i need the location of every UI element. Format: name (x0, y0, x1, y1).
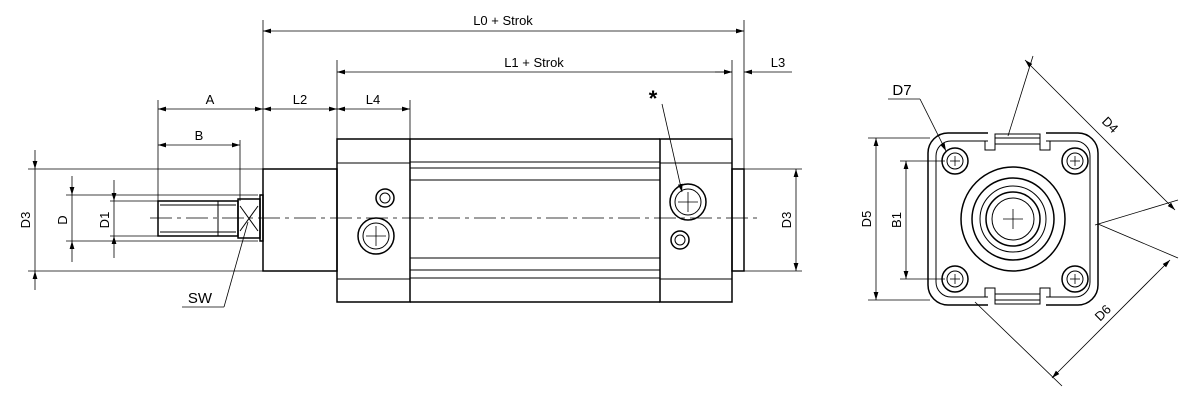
front-bearing (262, 168, 338, 272)
end-bottom-slot (970, 287, 1062, 310)
rear-main-port (669, 183, 707, 221)
end-labels: D5 B1 D4 D6 D7 (859, 82, 1121, 324)
front-end-cap (336, 138, 411, 303)
dim-label-SW: SW (188, 290, 213, 307)
rear-small-port (670, 230, 690, 250)
corner-bolt-bottom-right (1061, 265, 1089, 293)
side-view (150, 138, 760, 303)
wrench-flat (237, 198, 261, 239)
central-boss (960, 166, 1066, 272)
piston-rod-thread (157, 200, 239, 237)
dim-label-L0: L0 + Strok (473, 13, 533, 28)
front-small-port (375, 188, 395, 208)
dim-label-L3: L3 (771, 55, 785, 70)
corner-bolt-top-left (941, 147, 969, 175)
corner-bolt-bottom-left (941, 265, 969, 293)
dim-label-D3-left: D3 (18, 212, 33, 229)
dim-label-B: B (195, 128, 204, 143)
dim-label-L1: L1 + Strok (504, 55, 564, 70)
side-dimensions (28, 20, 802, 308)
dim-label-D5: D5 (859, 211, 874, 228)
dim-label-D: D (55, 215, 70, 224)
dim-label-A: A (206, 92, 215, 107)
side-labels: L0 + Strok L1 + Strok L3 A L2 L4 B D3 D … (18, 13, 794, 307)
dim-label-D4: D4 (1099, 114, 1121, 136)
front-main-port (357, 217, 395, 255)
rear-end-cap (659, 138, 733, 303)
dim-label-D3-right: D3 (779, 212, 794, 229)
port-marker: * (649, 86, 658, 111)
dim-label-L4: L4 (366, 92, 380, 107)
dim-label-B1: B1 (889, 212, 904, 228)
dim-label-D7: D7 (892, 82, 911, 99)
dim-label-D6: D6 (1092, 302, 1114, 324)
rear-boss (731, 168, 745, 272)
dim-label-D1: D1 (97, 212, 112, 229)
dim-label-L2: L2 (293, 92, 307, 107)
end-top-slot (970, 126, 1062, 151)
end-view (927, 126, 1099, 310)
barrel-profile (410, 138, 660, 303)
end-dimensions (868, 55, 1179, 387)
corner-bolt-top-right (1061, 147, 1089, 175)
